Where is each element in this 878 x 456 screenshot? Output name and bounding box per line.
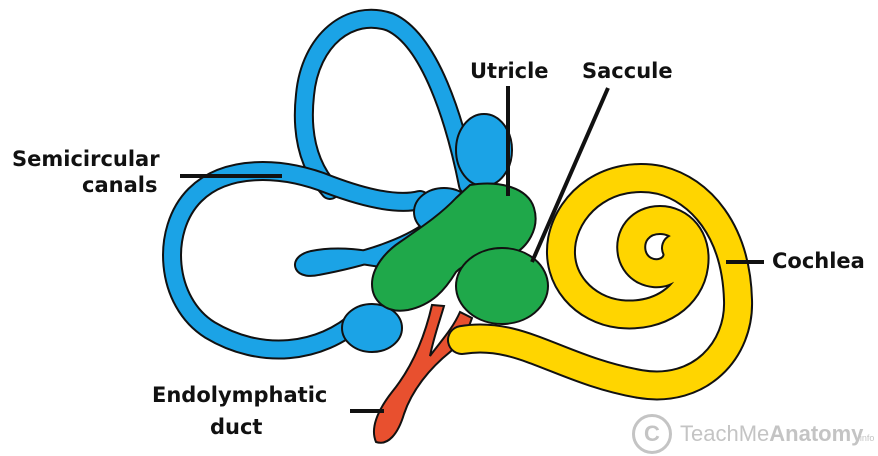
cochlea bbox=[447, 163, 754, 401]
copyright-icon: C bbox=[632, 414, 672, 454]
label-utricle: Utricle bbox=[470, 59, 549, 83]
teachmeanatomy-watermark: C TeachMeAnatomy.info bbox=[632, 414, 874, 454]
anterior-ampulla bbox=[455, 113, 513, 187]
cochlea-spiral bbox=[449, 165, 752, 399]
posterior-ampulla bbox=[341, 303, 403, 353]
label-semicircular-line2: canals bbox=[82, 173, 158, 197]
label-endolymphatic-line1: Endolymphatic bbox=[152, 383, 328, 407]
semicircular-canals bbox=[162, 8, 478, 360]
posterior-canal bbox=[164, 163, 428, 358]
watermark-brand-light: TeachMe bbox=[680, 421, 770, 446]
saccule-leader-line bbox=[530, 87, 610, 263]
label-cochlea: Cochlea bbox=[772, 249, 865, 273]
watermark-suffix: .info bbox=[857, 433, 875, 443]
anterior-canal bbox=[295, 10, 476, 198]
label-endolymphatic-line2: duct bbox=[210, 415, 263, 439]
utricle bbox=[370, 182, 537, 312]
lateral-canal bbox=[296, 222, 436, 275]
label-semicircular-line1: Semicircular bbox=[12, 147, 160, 171]
watermark-text: TeachMeAnatomy.info bbox=[680, 421, 874, 447]
label-saccule: Saccule bbox=[582, 59, 673, 83]
watermark-brand-bold: Anatomy bbox=[769, 421, 864, 446]
saccule bbox=[455, 247, 549, 325]
